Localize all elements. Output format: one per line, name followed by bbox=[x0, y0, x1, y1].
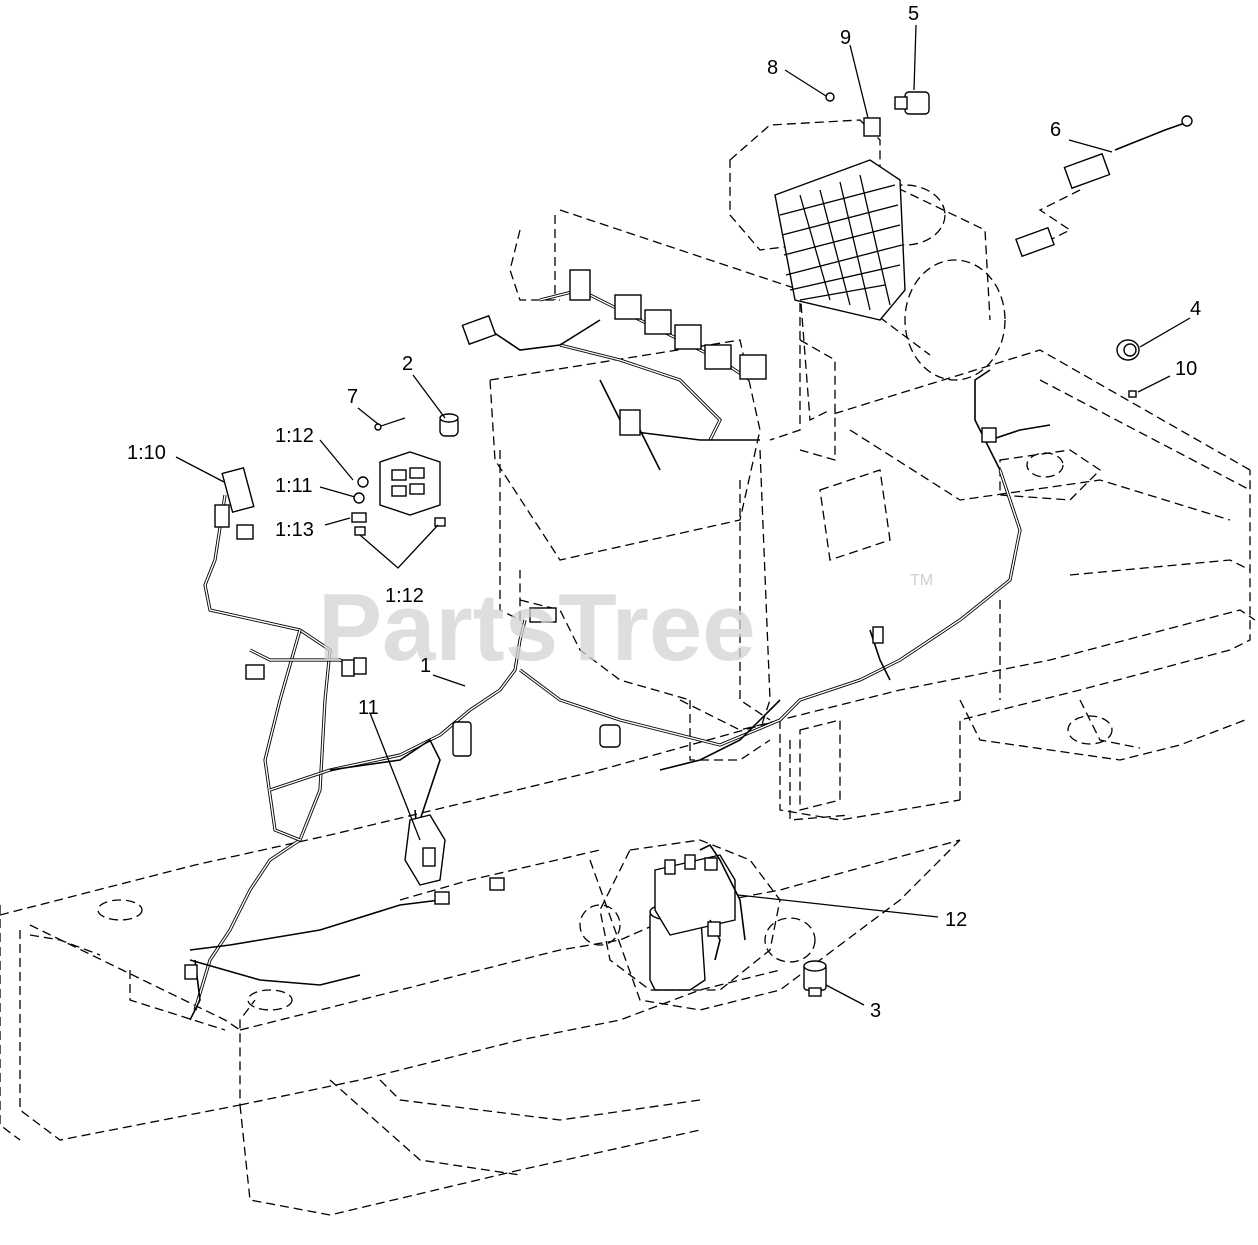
harness-connector-icon bbox=[184, 427, 997, 980]
callout-7: 7 bbox=[347, 386, 358, 408]
callout-5: 5 bbox=[908, 3, 919, 25]
parts-tree-watermark: PartsTree TM bbox=[318, 572, 933, 681]
callout-1-10: 1:10 bbox=[127, 442, 166, 464]
connector-icon bbox=[214, 466, 367, 680]
callout-4: 4 bbox=[1190, 298, 1201, 320]
connector-icon bbox=[404, 814, 446, 886]
callout-2: 2 bbox=[402, 353, 413, 375]
callout-11: 11 bbox=[358, 697, 379, 719]
air-filter-element bbox=[774, 159, 906, 321]
callout-6: 6 bbox=[1050, 119, 1061, 141]
callout-1-11: 1:11 bbox=[275, 475, 312, 497]
nut-icon bbox=[1128, 390, 1137, 398]
callout-3: 3 bbox=[870, 1000, 881, 1022]
pressure-switch-icon bbox=[803, 960, 827, 997]
starter-solenoid-icon bbox=[579, 839, 816, 991]
callout-8: 8 bbox=[767, 57, 778, 79]
relay-bank bbox=[461, 269, 767, 436]
nut-icon bbox=[825, 92, 835, 102]
fuse-lead-icon bbox=[1015, 115, 1193, 258]
leader-lines bbox=[175, 24, 1191, 1006]
callout-labels: 5 9 8 6 4 10 2 7 1:12 1:10 1:11 1:13 1:1… bbox=[127, 3, 1201, 1022]
fuse-block-icon bbox=[351, 451, 446, 536]
grommet-icon bbox=[1116, 339, 1140, 361]
air-cleaner-assembly bbox=[729, 119, 1006, 381]
watermark-text: PartsTree bbox=[318, 574, 756, 681]
trademark-text: TM bbox=[910, 572, 933, 589]
spacer-icon bbox=[439, 413, 459, 437]
restriction-indicator-icon bbox=[894, 91, 930, 115]
callout-9: 9 bbox=[840, 27, 851, 49]
callout-1-12-lower: 1:12 bbox=[385, 585, 424, 607]
chassis-frame bbox=[0, 209, 1256, 1216]
screw-icon bbox=[374, 417, 406, 431]
callout-1: 1 bbox=[420, 655, 431, 677]
callout-12: 12 bbox=[945, 909, 967, 931]
callout-10: 10 bbox=[1175, 358, 1197, 380]
callout-1-13: 1:13 bbox=[275, 519, 314, 541]
callout-1-12-upper: 1:12 bbox=[275, 425, 314, 447]
adapter-icon bbox=[863, 117, 881, 137]
